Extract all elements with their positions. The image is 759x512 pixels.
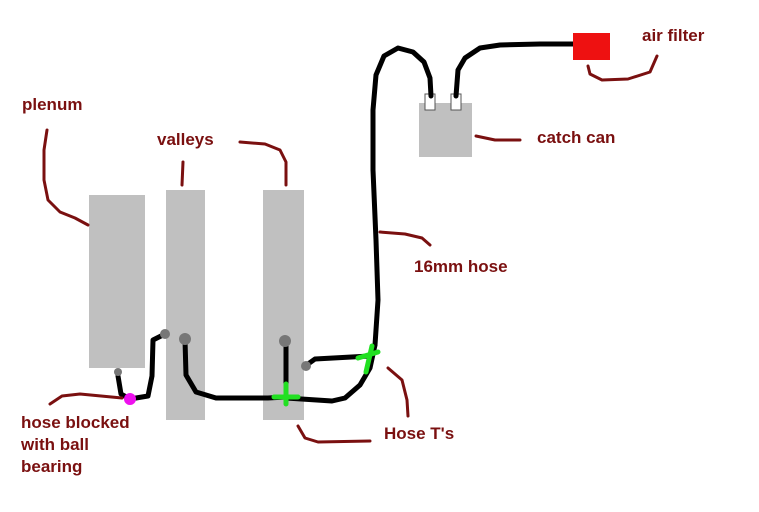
hose-to-air-filter (453, 41, 578, 99)
leader-valleys-left (180, 160, 185, 187)
port-valley-left (179, 333, 191, 345)
ball-bearing (124, 393, 136, 405)
hose-main-riser (370, 45, 434, 348)
leader-blocked (48, 392, 124, 406)
port-valley-left-small (160, 329, 170, 339)
port-plenum (114, 368, 122, 376)
leader-hose (378, 230, 432, 247)
tee-right (355, 343, 381, 375)
leader-catch-can (474, 134, 522, 142)
label-valleys: valleys (157, 130, 214, 149)
leader-air-filter (586, 54, 659, 82)
leader-tee-right (386, 366, 410, 418)
label-air-filter: air filter (642, 26, 705, 45)
catch-can-block (419, 103, 472, 157)
air-filter (573, 33, 610, 60)
hose-valley-run (182, 337, 289, 401)
hose-side-branch (305, 353, 373, 367)
valley-block-left (166, 190, 205, 420)
port-dots (114, 329, 311, 376)
hose-plenum-blocked (115, 331, 168, 402)
label-hose: 16mm hose (414, 257, 508, 276)
leader-tee-left (296, 424, 372, 444)
tee-left (271, 381, 301, 407)
label-plenum: plenum (22, 95, 83, 114)
hose-tees (271, 343, 381, 407)
hose-to-tee (283, 342, 378, 404)
plenum-block (89, 195, 145, 368)
port-branch (301, 361, 311, 371)
leader-lines (42, 54, 659, 444)
leader-plenum (42, 128, 90, 227)
label-blocked: hose blocked with ball bearing (21, 413, 130, 476)
leader-valleys-right (238, 140, 288, 187)
port-valley-right (279, 335, 291, 347)
label-catch-can: catch can (537, 128, 616, 147)
label-tees: Hose T's (384, 424, 455, 443)
